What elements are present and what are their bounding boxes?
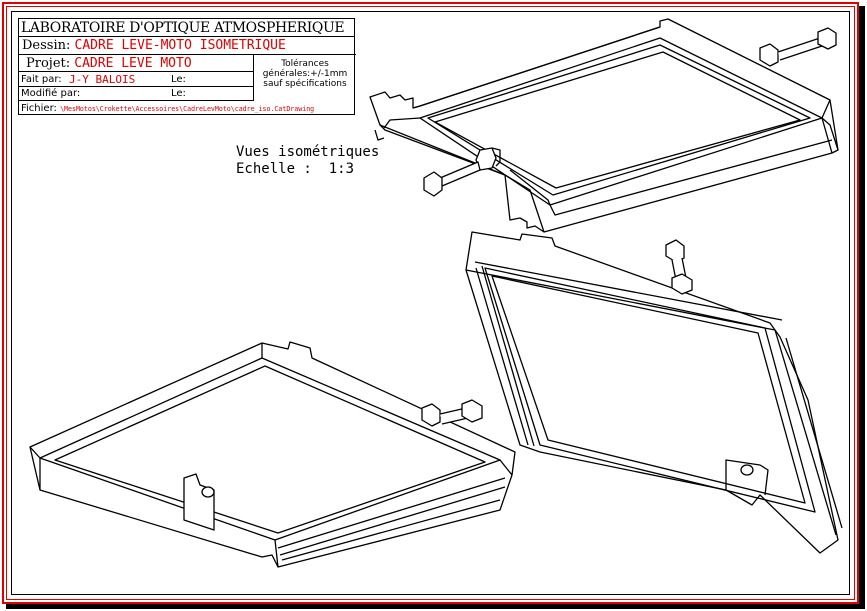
tolerances-line2: générales:+/-1mm [262, 69, 348, 79]
top-frame-view [369, 18, 839, 233]
dessin-row: Dessin: CADRE LEVE-MOTO ISOMETRIQUE [19, 37, 356, 55]
dessin-label: Dessin: [22, 38, 71, 53]
projet-label: Projet: [26, 56, 71, 71]
fichier-value: \MesMotos\Crokette\Accessoires\CadreLevM… [60, 105, 315, 113]
sheet-shadow-bottom [6, 604, 865, 609]
black-border [11, 11, 850, 595]
tolerances-note: Tolérances générales:+/-1mm sauf spécifi… [255, 59, 355, 89]
title-block: LABORATOIRE D'OPTIQUE ATMOSPHERIQUE Dess… [18, 18, 356, 116]
right-frame-view [465, 231, 843, 554]
fait-date-label: Le: [171, 74, 186, 85]
sheet-shadow-right [859, 6, 865, 606]
modifie-date-label: Le: [171, 88, 186, 99]
laboratory-name: LABORATOIRE D'OPTIQUE ATMOSPHERIQUE [19, 19, 354, 37]
projet-value: CADRE LEVE MOTO [74, 56, 192, 71]
scale-line: Echelle : 1:3 [236, 161, 379, 178]
tolerances-line1: Tolérances [281, 59, 329, 69]
tolerances-line3: sauf spécifications [263, 79, 347, 89]
dessin-value: CADRE LEVE-MOTO ISOMETRIQUE [74, 38, 286, 53]
modifie-label: Modifié par: [21, 88, 81, 99]
fait-label: Fait par: [21, 74, 62, 85]
fichier-row: Fichier: \MesMotos\Crokette\Accessoires\… [19, 101, 354, 116]
inner-red-border [6, 6, 855, 600]
scale-value: 1:3 [328, 161, 355, 177]
modifie-row: Modifié par: Le: [19, 87, 254, 101]
scale-label: Echelle : [236, 161, 312, 177]
fichier-label: Fichier: [21, 103, 57, 114]
views-caption: Vues isométriques [236, 144, 380, 160]
fait-row: Fait par: J-Y BALOIS Le: [19, 72, 254, 87]
bottom-left-frame-view [29, 341, 516, 568]
fait-value: J-Y BALOIS [69, 73, 136, 86]
projet-row: Projet: CADRE LEVE MOTO [19, 55, 254, 72]
